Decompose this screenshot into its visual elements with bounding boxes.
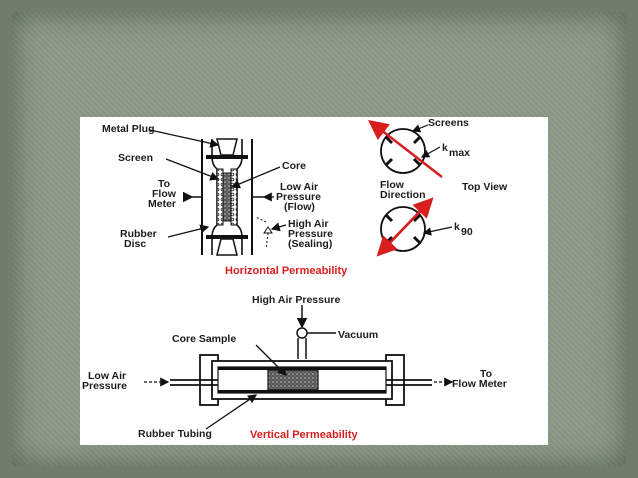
flow-direction-label-1: Flow xyxy=(380,179,405,191)
to-flow-meter-v-label-1: To xyxy=(480,368,492,380)
diagram-panel: Metal Plug Screen To Flow Meter Rubber D… xyxy=(80,117,548,445)
core-label: Core xyxy=(282,160,306,172)
top-view-k90 xyxy=(376,197,434,257)
high-air-label-2: Pressure xyxy=(288,228,333,240)
vacuum-label: Vacuum xyxy=(338,329,378,341)
vertical-holder xyxy=(144,305,454,406)
low-air-label-3: (Flow) xyxy=(284,201,315,213)
screen-label: Screen xyxy=(118,152,153,164)
low-air-pressure-label-1: Low Air xyxy=(88,370,126,382)
high-air-label-1: High Air xyxy=(288,218,328,230)
horizontal-labels: Metal Plug Screen To Flow Meter Rubber D… xyxy=(102,123,348,277)
vertical-permeability-caption: Vertical Permeability xyxy=(250,429,358,441)
k90-sub-label: 90 xyxy=(461,226,473,238)
low-air-label-1: Low Air xyxy=(280,181,318,193)
k90-k-label: k xyxy=(454,221,460,233)
low-air-pressure-label-2: Pressure xyxy=(82,380,127,392)
top-view-title: Top View xyxy=(462,181,508,193)
core-sample-label: Core Sample xyxy=(172,333,236,345)
kmax-sub-label: max xyxy=(449,147,470,159)
horizontal-holder xyxy=(183,138,273,256)
to-flow-meter-label-3: Meter xyxy=(148,198,176,210)
metal-plug-label: Metal Plug xyxy=(102,123,155,135)
rubber-tubing-label: Rubber Tubing xyxy=(138,428,212,440)
horizontal-permeability-caption: Horizontal Permeability xyxy=(225,265,348,277)
screens-label: Screens xyxy=(428,117,469,129)
top-view-labels: Screens k max Flow Direction Top View k … xyxy=(380,117,508,238)
rubber-disc-label-2: Disc xyxy=(124,238,146,250)
high-air-label-3: (Sealing) xyxy=(288,238,332,250)
to-flow-meter-label-1: To xyxy=(158,178,170,190)
flow-direction-label-2: Direction xyxy=(380,189,426,201)
high-air-pressure-label: High Air Pressure xyxy=(252,294,340,306)
top-view-kmax xyxy=(368,119,443,178)
kmax-k-label: k xyxy=(442,142,448,154)
to-flow-meter-v-label-2: Flow Meter xyxy=(452,378,507,390)
low-air-label-2: Pressure xyxy=(276,191,321,203)
rubber-disc-label-1: Rubber xyxy=(120,228,157,240)
vertical-labels: High Air Pressure Vacuum Core Sample Low… xyxy=(82,294,507,441)
permeability-diagram: Metal Plug Screen To Flow Meter Rubber D… xyxy=(82,117,508,441)
to-flow-meter-label-2: Flow xyxy=(152,188,177,200)
